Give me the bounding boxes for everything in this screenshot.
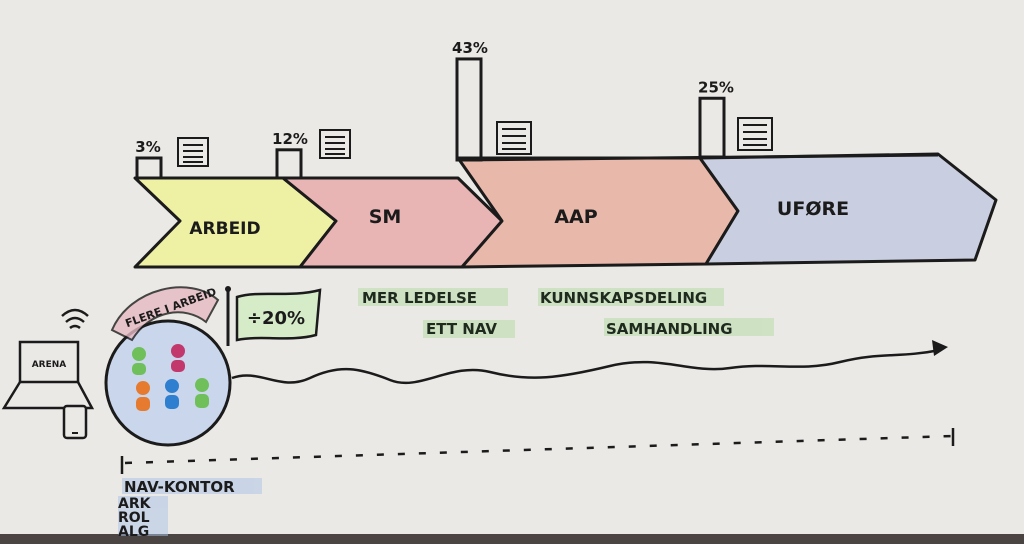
office-line-nav-kontor: NAV-KONTOR (124, 478, 235, 496)
document-icon (319, 129, 351, 159)
stage-label-ufore: UFØRE (777, 198, 849, 220)
person-icons (132, 344, 209, 411)
progress-wave-arrow (231, 348, 941, 385)
share-bar-arbeid (135, 156, 163, 180)
percent-flag-text: ÷20% (247, 308, 305, 329)
wave-arrow-head (932, 340, 948, 356)
stage-label-arbeid: ARBEID (189, 219, 260, 239)
share-label-ufore: 25% (698, 78, 734, 96)
document-icon (737, 117, 773, 151)
initiative-samhandling: SAMHANDLING (606, 320, 733, 338)
stage-chevrons (133, 152, 998, 269)
initiative-kunnskapsdeling: KUNNSKAPSDELING (540, 289, 707, 307)
stage-label-sm: SM (369, 206, 402, 228)
office-line-rol: ROL (118, 510, 150, 526)
document-icon (496, 121, 532, 155)
initiative-mer-ledelse: MER LEDELSE (362, 289, 477, 307)
blue-highlights (118, 478, 262, 536)
office-line-ark: ARK (118, 496, 152, 512)
office-line-alg: ALG (118, 524, 149, 540)
laptop-screen-text: ARENA (32, 360, 67, 370)
initiative-ett-nav: ETT NAV (426, 320, 497, 338)
table-edge (0, 534, 1024, 544)
top-line-right (457, 153, 939, 162)
stage-label-aap: AAP (554, 206, 597, 228)
share-bar-ufore (698, 96, 726, 159)
share-label-arbeid: 3% (135, 138, 160, 156)
share-bar-sm (275, 148, 303, 180)
document-icon (177, 137, 209, 167)
green-highlights (358, 288, 774, 338)
laptop-icon: ARENA (1, 340, 95, 410)
stage-aap-chevron (456, 156, 740, 269)
document-icons (177, 117, 773, 167)
wifi-icon (61, 308, 89, 330)
percent-flag: ÷20% (235, 288, 322, 342)
share-label-aap: 43% (452, 39, 488, 57)
stage-ufore-chevron (698, 152, 998, 266)
share-bar-aap (455, 57, 483, 162)
pin-head (225, 286, 231, 292)
share-label-sm: 12% (272, 130, 308, 148)
phone-icon (62, 404, 88, 440)
